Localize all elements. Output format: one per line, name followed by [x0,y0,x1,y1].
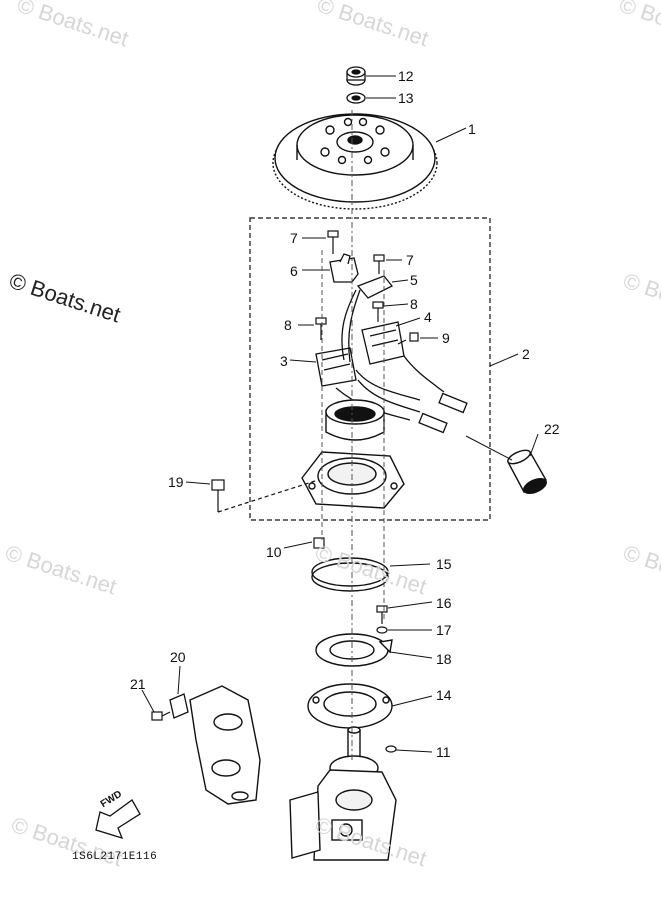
callout-9: 9 [442,330,450,346]
callout-18: 18 [436,651,452,667]
bolt-part-21 [151,711,171,721]
callout-22: 22 [544,421,560,437]
callout-12: 12 [398,68,414,84]
callout-7-upper: 7 [290,230,298,246]
washer-part-13 [346,92,366,104]
pulser-coil-part-3 [315,347,357,387]
callout-17: 17 [436,622,452,638]
screw-part-16 [376,605,388,624]
callout-11: 11 [436,744,451,760]
wire-harness [335,289,445,421]
washer-part-10 [313,537,325,549]
callout-5: 5 [410,272,418,288]
flywheel-part-1 [272,113,438,210]
screw-part-9 [397,332,419,345]
callout-6: 6 [290,263,298,279]
bracket-part-20 [169,693,189,719]
screw-part-19 [211,479,319,513]
connector-plugs [418,392,468,434]
callout-8-right: 8 [410,296,418,312]
callout-7-right: 7 [406,252,414,268]
intake-manifold [189,685,261,805]
forward-arrow-icon [95,799,141,840]
callout-13: 13 [398,90,414,106]
callout-15: 15 [436,556,452,572]
diagram-code: 1S6L2171E116 [72,851,158,863]
washer-part-17 [376,626,388,634]
screw-part-7b [373,254,385,274]
screw-part-8b [372,301,384,322]
cap-part-22 [507,449,547,495]
screw-part-7a [327,230,339,254]
key-part-11 [385,745,397,753]
crankshaft-powerhead [289,726,397,861]
callout-2: 2 [522,346,530,362]
nut-part-12 [346,66,366,86]
callout-19: 19 [168,474,184,490]
stator-base-plate [301,451,405,509]
pulser-coil-part-4 [361,321,405,365]
ring-part-15 [311,557,389,592]
callout-8-left: 8 [284,317,292,333]
plate-part-18 [315,633,393,667]
callout-21: 21 [130,676,146,692]
charge-coil [325,399,385,441]
callout-14: 14 [436,687,452,703]
callout-1: 1 [468,121,476,137]
clamp-part-6 [329,253,359,283]
stator-assembly-box-part-2 [249,217,491,521]
callout-leader-lines [141,75,539,760]
callout-16: 16 [436,595,452,611]
bracket-part-5 [356,275,394,299]
callout-20: 20 [170,649,186,665]
plate-part-14 [307,683,393,729]
callout-10: 10 [266,544,282,560]
callout-3: 3 [280,353,288,369]
callout-4: 4 [424,309,432,325]
screw-part-8a [315,317,327,340]
